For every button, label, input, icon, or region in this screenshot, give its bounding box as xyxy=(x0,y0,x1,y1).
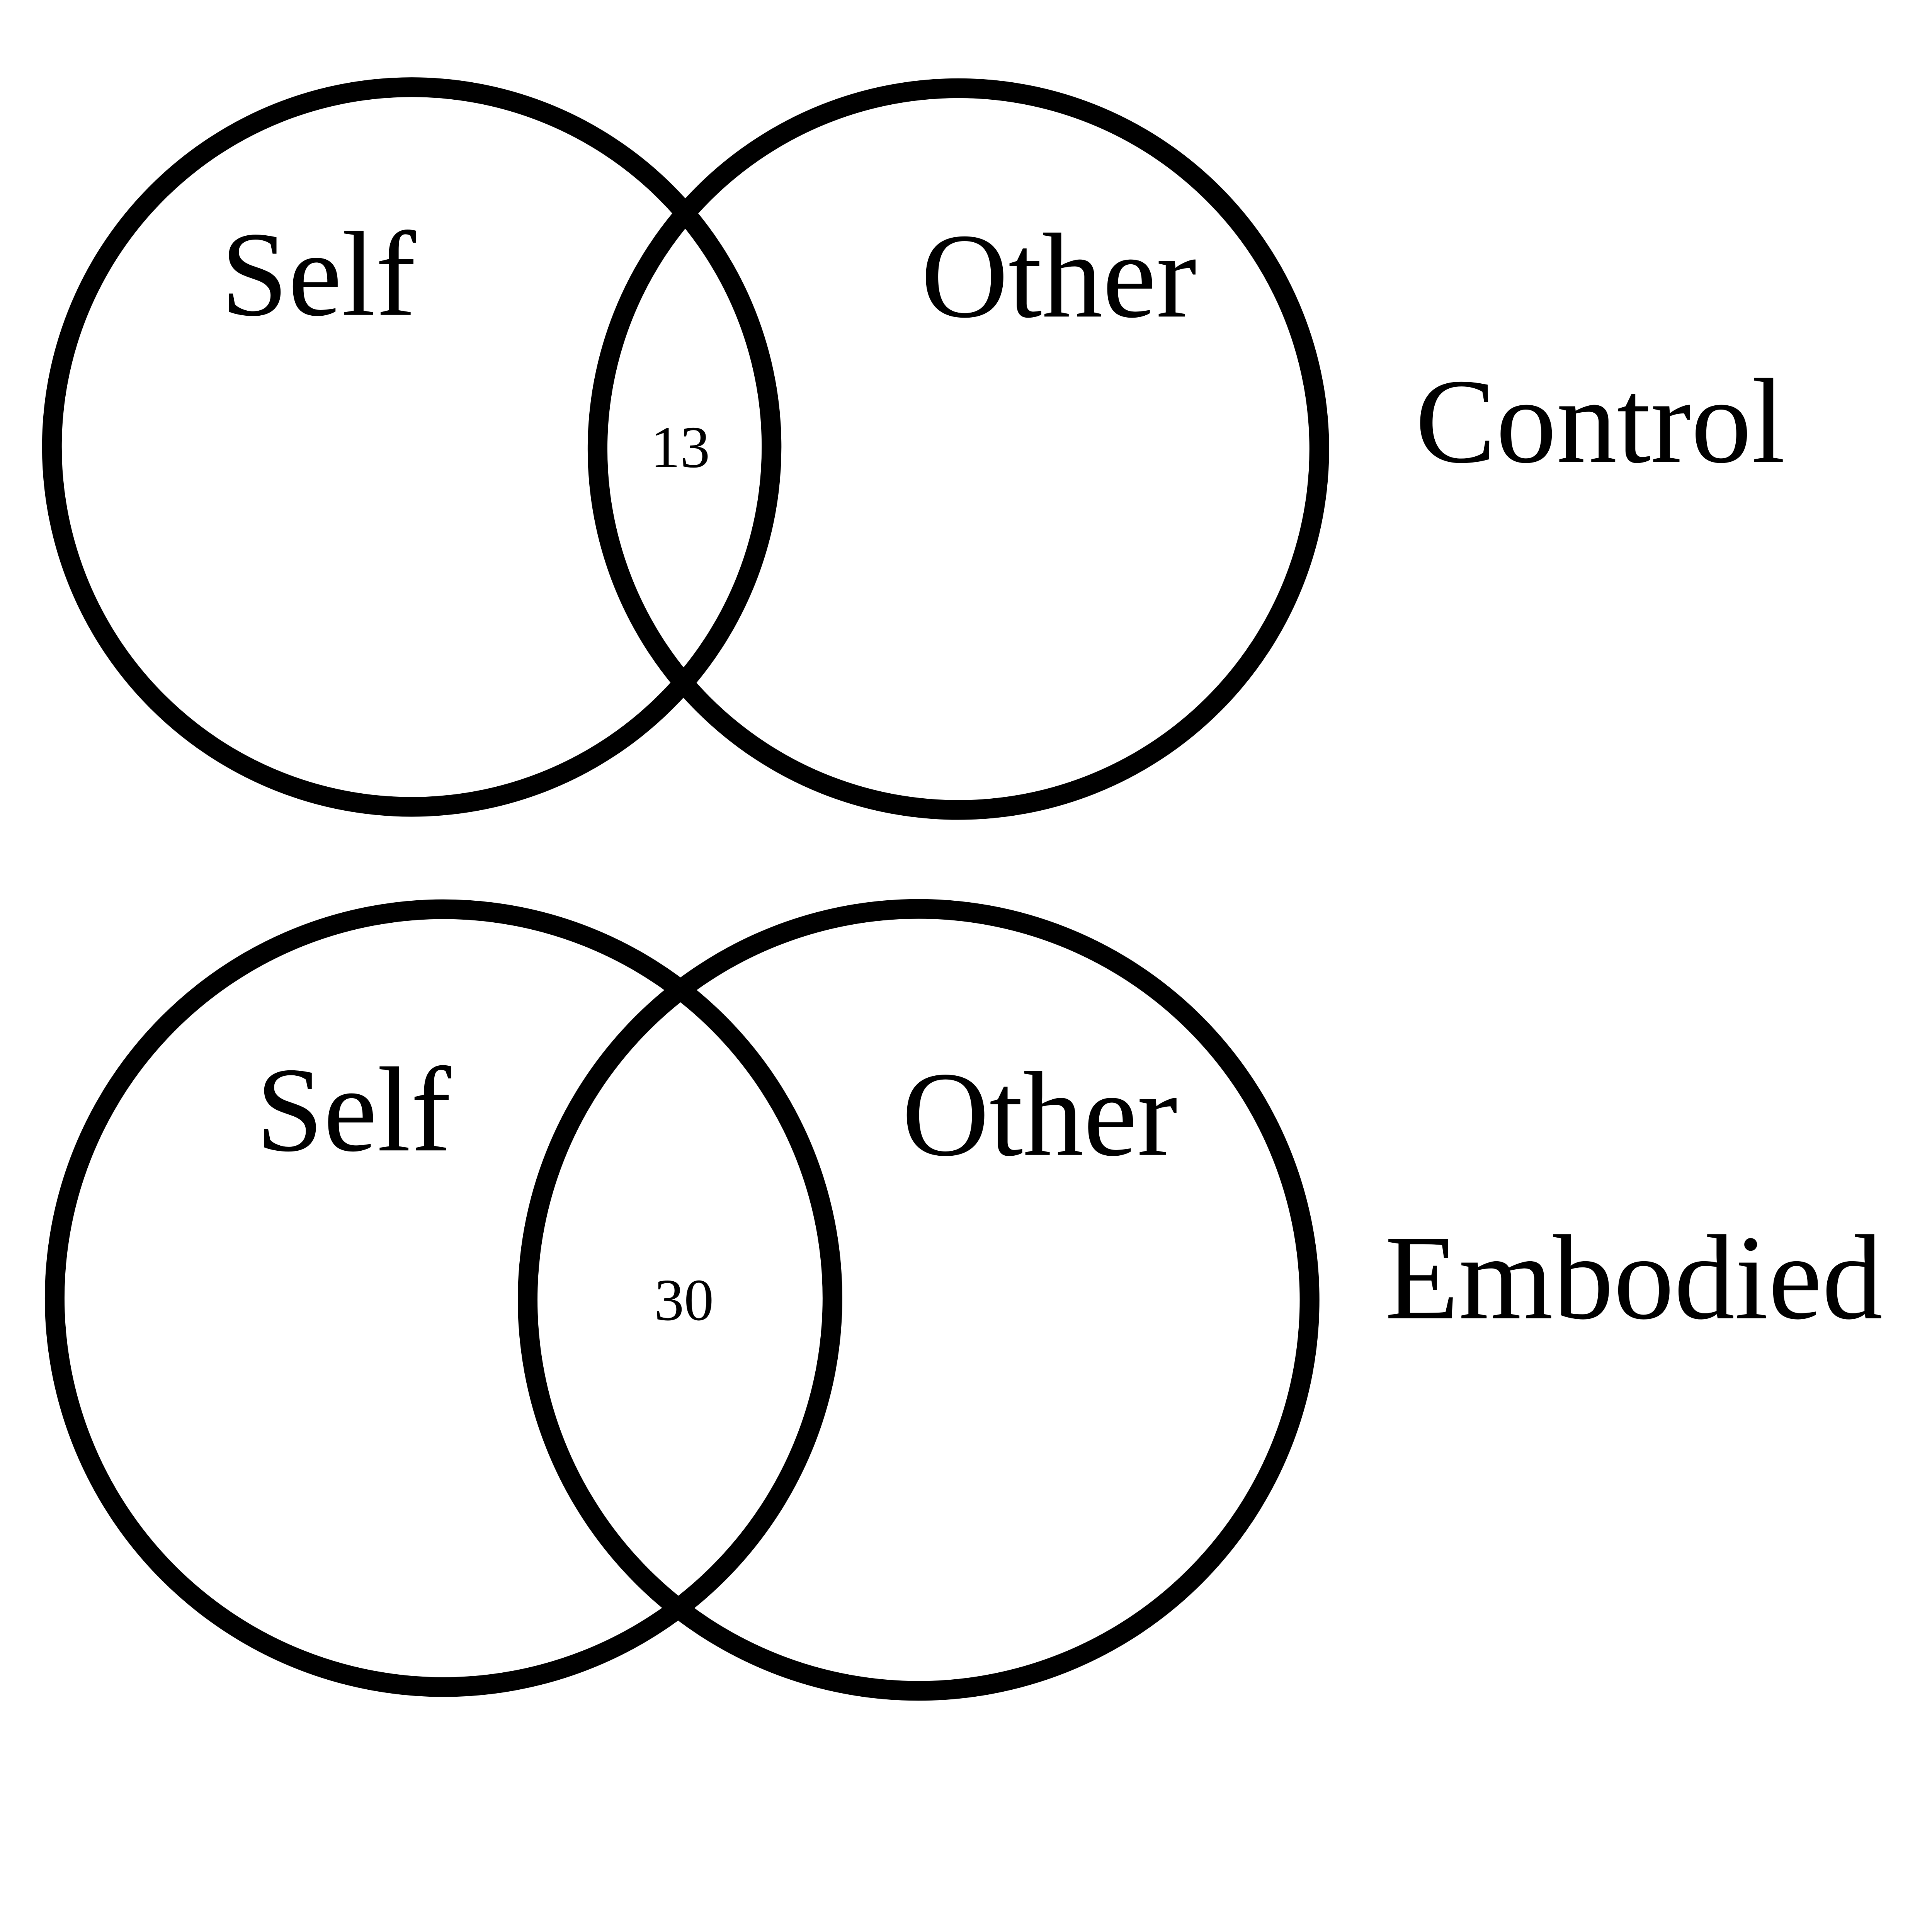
control-other-label: Other xyxy=(921,209,1197,343)
venn-figure-container: Self Other 13 Control Self Other 30 Embo… xyxy=(42,77,1883,1701)
embodied-diagram: Self Other 30 Embodied xyxy=(44,899,1883,1701)
embodied-other-label: Other xyxy=(902,1047,1178,1181)
venn-figure: Self Other 13 Control Self Other 30 Embo… xyxy=(42,77,1883,1701)
control-self-label: Self xyxy=(221,207,417,341)
embodied-other-circle xyxy=(517,899,1320,1701)
control-self-circle xyxy=(42,77,782,817)
control-condition-label: Control xyxy=(1415,354,1785,488)
control-other-circle xyxy=(587,78,1329,820)
embodied-condition-label: Embodied xyxy=(1385,1211,1883,1345)
embodied-self-label: Self xyxy=(256,1043,452,1177)
control-overlap-count: 13 xyxy=(650,415,710,480)
control-diagram: Self Other 13 Control xyxy=(42,77,1785,820)
embodied-overlap-count: 30 xyxy=(654,1267,714,1333)
embodied-self-circle xyxy=(44,899,842,1697)
